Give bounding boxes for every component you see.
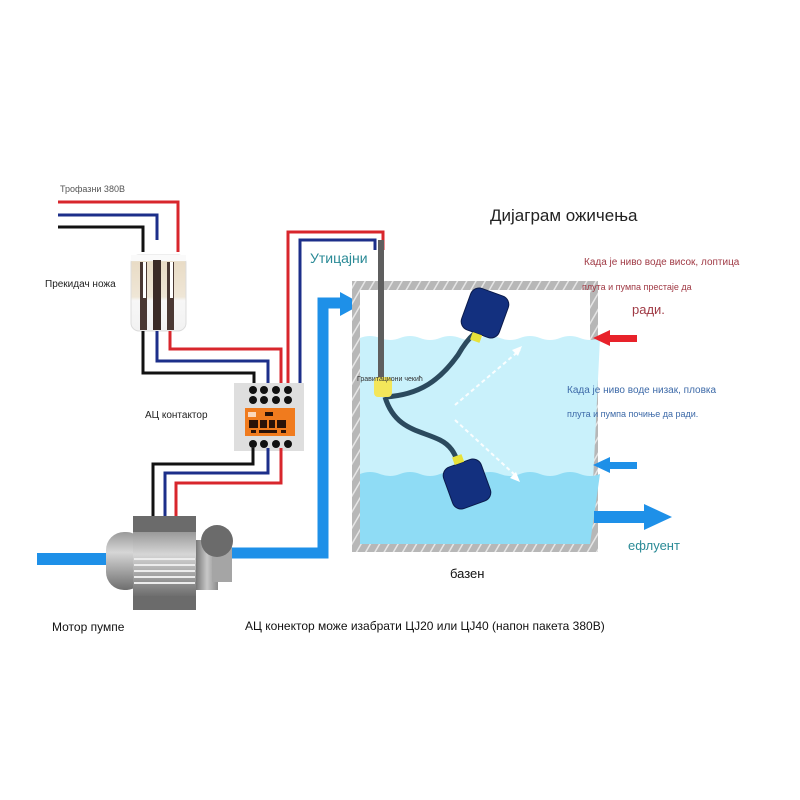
three-phase-wires: [58, 200, 180, 252]
ac-contactor: [234, 383, 304, 451]
gravity-weight-label: Гравитациони чекић: [357, 376, 423, 383]
float-switch: [374, 240, 522, 510]
level-arrows: [593, 330, 672, 530]
high-level-note-line1: Када је ниво воде висок, лоптица: [584, 257, 740, 268]
diagram-title: Дијаграм ожичења: [490, 206, 638, 225]
pump-motor: [106, 516, 233, 610]
float-ball-high: [460, 287, 510, 343]
contactor-note: АЦ конектор може изабрати ЦЈ20 или ЦЈ40 …: [245, 619, 605, 633]
high-level-note-line3: ради.: [632, 302, 665, 317]
switch-to-contactor-wires: [141, 331, 283, 385]
effluent-label: ефлуент: [628, 538, 680, 553]
low-level-note-line2: плута и пумпа почиње да ради.: [567, 409, 699, 419]
water-pipe: [37, 292, 362, 565]
knife-switch-label: Прекидач ножа: [45, 279, 116, 290]
gravity-weight: [374, 377, 392, 397]
low-level-note-line1: Када је ниво воде низак, пловка: [567, 385, 717, 396]
pump-motor-label: Мотор пумпе: [52, 620, 125, 634]
inlet-label: Утицајни: [310, 250, 368, 266]
three-phase-label: Трофазни 380В: [60, 184, 125, 194]
high-level-note-line2: плута и пумпа престаје да: [582, 282, 692, 292]
knife-switch: [130, 254, 187, 332]
float-ball-low: [442, 454, 492, 510]
tank-label: базен: [450, 566, 485, 581]
contactor-to-motor-wires: [151, 448, 283, 520]
ac-contactor-label: АЦ контактор: [145, 410, 208, 421]
